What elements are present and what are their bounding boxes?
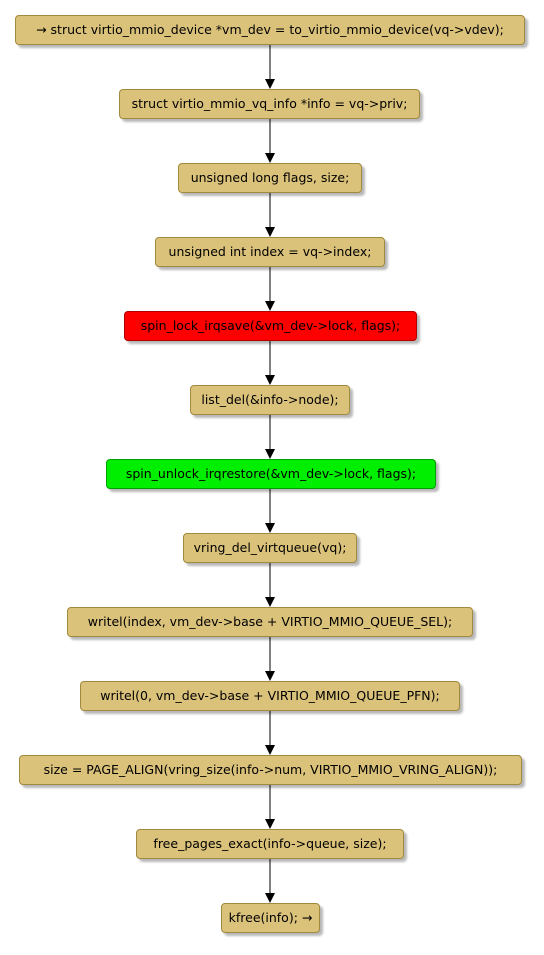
flow-edge-arrowhead (265, 153, 275, 163)
flow-step-writel-queue-sel: writel(index, vm_dev->base + VIRTIO_MMIO… (67, 607, 473, 637)
flow-edge-arrowhead (265, 597, 275, 607)
flow-edge-arrowhead (265, 79, 275, 89)
flow-edge-arrowhead (265, 819, 275, 829)
flow-step-get-info: struct virtio_mmio_vq_info *info = vq->p… (119, 89, 420, 119)
flow-step-index: unsigned int index = vq->index; (155, 237, 385, 267)
flow-step-free-pages: free_pages_exact(info->queue, size); (136, 829, 404, 859)
flow-step-list-del: list_del(&info->node); (190, 385, 350, 415)
flow-step-declare-flags-size: unsigned long flags, size; (178, 163, 362, 193)
flow-edge-arrowhead (265, 375, 275, 385)
flow-edge-arrowhead (265, 745, 275, 755)
flow-step-spin-lock: spin_lock_irqsave(&vm_dev->lock, flags); (124, 311, 417, 341)
flow-step-writel-queue-pfn: writel(0, vm_dev->base + VIRTIO_MMIO_QUE… (80, 681, 460, 711)
flow-step-size-page-align: size = PAGE_ALIGN(vring_size(info->num, … (19, 755, 522, 785)
flow-step-get-vm-dev: → struct virtio_mmio_device *vm_dev = to… (15, 15, 525, 45)
flow-edge-arrowhead (265, 227, 275, 237)
flow-edge-arrowhead (265, 301, 275, 311)
flow-edge-arrowhead (265, 893, 275, 903)
flow-step-spin-unlock: spin_unlock_irqrestore(&vm_dev->lock, fl… (106, 459, 436, 489)
flow-edge-arrowhead (265, 449, 275, 459)
flow-step-kfree: kfree(info); → (221, 903, 320, 933)
flow-step-vring-del: vring_del_virtqueue(vq); (183, 533, 357, 563)
flow-edge-arrowhead (265, 671, 275, 681)
flow-edge-arrowhead (265, 523, 275, 533)
